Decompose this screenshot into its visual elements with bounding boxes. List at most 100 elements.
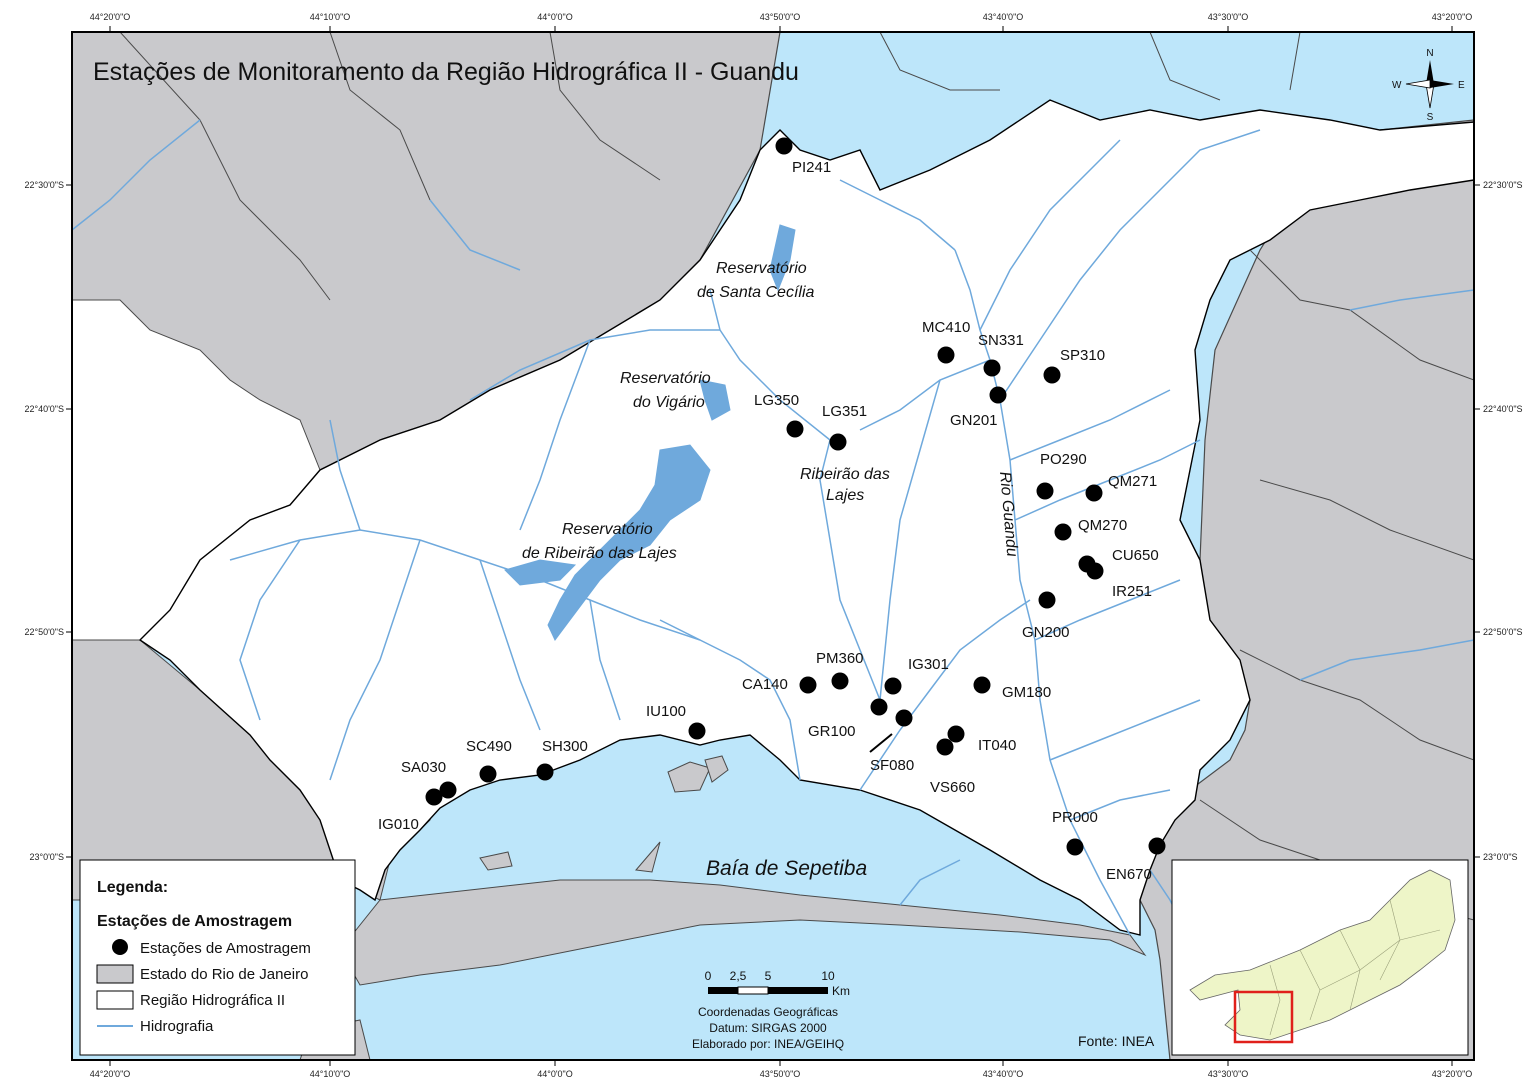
station-label-lg350: LG350 xyxy=(754,392,799,409)
tick-left: 22°30'0"S xyxy=(24,180,64,190)
river-network xyxy=(72,119,1474,941)
credit-author: Elaborado por: INEA/GEIHQ xyxy=(692,1037,844,1051)
legend-title: Legenda: xyxy=(97,879,168,896)
station-label-ig301: IG301 xyxy=(908,656,949,673)
tick-top: 43°40'0"O xyxy=(983,12,1024,22)
label-ribeirao-lajes-reservoir: Reservatório xyxy=(562,521,653,538)
tick-bottom: 44°10'0"O xyxy=(310,1069,351,1079)
station-marker-sn331 xyxy=(983,359,1001,377)
map-frame xyxy=(71,31,1475,1061)
station-marker-ir251 xyxy=(1086,562,1104,580)
legend-item-stations: Estações de Amostragem xyxy=(140,940,311,957)
tick-left: 22°50'0"S xyxy=(24,627,64,637)
tick-right: 22°30'0"S xyxy=(1483,180,1523,190)
station-label-pi241: PI241 xyxy=(792,159,831,176)
station-marker-ca140 xyxy=(799,676,817,694)
station-marker-ig301 xyxy=(884,677,902,695)
tick-top: 43°20'0"O xyxy=(1432,12,1473,22)
scale-tick: 5 xyxy=(765,969,772,983)
station-label-sf080: SF080 xyxy=(870,757,914,774)
station-marker-gr100 xyxy=(870,698,888,716)
station-marker-sc490 xyxy=(479,765,497,783)
station-marker-lg350 xyxy=(786,420,804,438)
tick-bottom: 43°30'0"O xyxy=(1208,1069,1249,1079)
tick-top: 43°50'0"O xyxy=(760,12,801,22)
label-vigario: do Vigário xyxy=(633,394,705,411)
station-label-sn331: SN331 xyxy=(978,332,1024,349)
label-baia-sepetiba: Baía de Sepetiba xyxy=(706,857,867,880)
label-santa-cecilia: de Santa Cecília xyxy=(697,284,815,301)
station-label-ig010: IG010 xyxy=(378,816,419,833)
station-label-po290: PO290 xyxy=(1040,451,1087,468)
station-label-en670: EN670 xyxy=(1106,866,1152,883)
station-marker-en670 xyxy=(1148,837,1166,855)
compass-rose: N S E W xyxy=(1392,48,1465,123)
legend-item-region: Região Hidrográfica II xyxy=(140,992,285,1009)
marambaia-sandbar xyxy=(339,879,1147,986)
tick-left: 22°40'0"S xyxy=(24,404,64,414)
station-label-gr100: GR100 xyxy=(808,723,856,740)
station-label-gn201: GN201 xyxy=(950,412,998,429)
island xyxy=(479,851,513,871)
tick-top: 44°10'0"O xyxy=(310,12,351,22)
reservoir-santa-cecilia xyxy=(769,224,796,292)
island xyxy=(667,761,711,793)
source-credit: Fonte: INEA xyxy=(1078,1033,1155,1049)
tick-bottom: 43°20'0"O xyxy=(1432,1069,1473,1079)
legend-box xyxy=(79,859,356,1056)
compass-s: S xyxy=(1427,112,1434,123)
hydro-region-ii xyxy=(138,99,1474,936)
station-label-sc490: SC490 xyxy=(466,738,512,755)
station-marker-po290 xyxy=(1036,482,1054,500)
stations-layer: PI241MC410SN331SP310GN201LG350LG351PO290… xyxy=(378,137,1166,883)
station-label-vs660: VS660 xyxy=(930,779,975,796)
scale-unit: Km xyxy=(832,984,850,998)
tick-bottom: 44°20'0"O xyxy=(90,1069,131,1079)
station-marker-pi241 xyxy=(775,137,793,155)
station-marker-sa030 xyxy=(439,781,457,799)
station-label-sp310: SP310 xyxy=(1060,347,1105,364)
label-ribeirao-lajes-river: Lajes xyxy=(826,487,864,504)
station-label-pr000: PR000 xyxy=(1052,809,1098,826)
place-labels: Reservatório de Santa Cecília Reservatór… xyxy=(522,260,1020,880)
credit-datum: Datum: SIRGAS 2000 xyxy=(709,1021,827,1035)
graticule xyxy=(66,26,1480,1066)
compass-n: N xyxy=(1426,48,1433,59)
tick-right: 22°40'0"S xyxy=(1483,404,1523,414)
credit-coordinates: Coordenadas Geográficas xyxy=(698,1005,838,1019)
station-label-sa030: SA030 xyxy=(401,759,446,776)
station-marker-qm270 xyxy=(1054,523,1072,541)
station-marker-iu100 xyxy=(688,722,706,740)
station-marker-mc410 xyxy=(937,346,955,364)
station-label-ca140: CA140 xyxy=(742,676,788,693)
station-marker-sh300 xyxy=(536,763,554,781)
label-vigario: Reservatório xyxy=(620,370,711,387)
station-marker-qm271 xyxy=(1085,484,1103,502)
station-marker-pm360 xyxy=(831,672,849,690)
tick-left: 23°0'0"S xyxy=(29,852,64,862)
station-label-lg351: LG351 xyxy=(822,403,867,420)
tick-top: 43°30'0"O xyxy=(1208,12,1249,22)
station-label-ir251: IR251 xyxy=(1112,583,1152,600)
legend-station-symbol xyxy=(112,939,128,955)
reservoirs xyxy=(504,224,796,641)
station-marker-it040 xyxy=(947,725,965,743)
station-label-it040: IT040 xyxy=(978,737,1016,754)
graticule-labels: 44°20'0"O 44°10'0"O 44°0'0"O 43°50'0"O 4… xyxy=(24,12,1522,1079)
station-marker-gn200 xyxy=(1038,591,1056,609)
scale-tick: 2,5 xyxy=(730,969,747,983)
station-marker-ig010 xyxy=(425,788,443,806)
station-marker-lg351 xyxy=(829,433,847,451)
station-marker-gm180 xyxy=(973,676,991,694)
legend: Legenda: Estações de Amostragem Estações… xyxy=(79,859,356,1056)
map-title: Estações de Monitoramento da Região Hidr… xyxy=(93,58,799,86)
scale-bar: 0 2,5 5 10 Km Coordenadas Geográficas Da… xyxy=(692,969,850,1051)
tick-top: 44°0'0"O xyxy=(537,12,573,22)
label-ribeirao-lajes-river: Ribeirão das xyxy=(800,466,890,483)
inset-municipal-lines xyxy=(1269,899,1441,1036)
tick-bottom: 44°0'0"O xyxy=(537,1069,573,1079)
tick-right: 23°0'0"S xyxy=(1483,852,1518,862)
station-marker-gn201 xyxy=(989,386,1007,404)
inset-state-shape xyxy=(1189,869,1456,1041)
